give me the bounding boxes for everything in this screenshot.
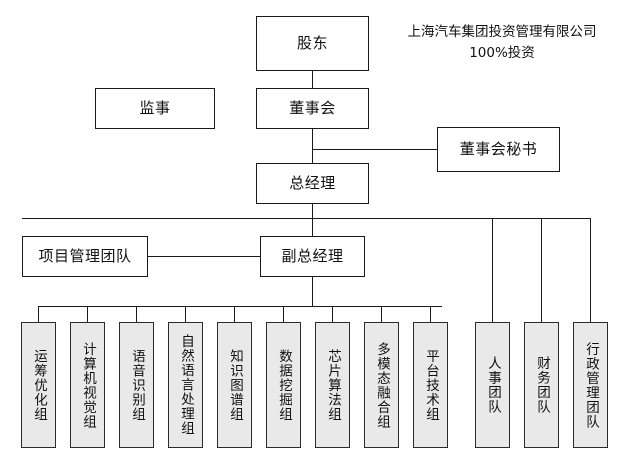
node-department-9-label: 平台技术组 [423,348,440,422]
drop-dept-3 [136,306,138,322]
investment-note: 上海汽车集团投资管理有限公司 100%投资 [407,24,597,61]
node-department-7[interactable]: 芯片算法组 [315,322,350,448]
node-shareholder-label: 股东 [296,34,328,53]
drop-dept-9 [430,306,432,322]
drop-dept-10 [492,218,494,322]
bus-gm-level [22,218,590,220]
node-department-2-label: 计算机视觉组 [80,341,97,429]
node-general-manager[interactable]: 总经理 [256,163,369,204]
node-department-8-label: 多模态融合组 [374,341,391,429]
connector-gm-trunk [312,204,314,219]
node-department-4[interactable]: 自然语言处理组 [168,322,203,448]
node-department-3[interactable]: 语音识别组 [119,322,154,448]
node-department-1[interactable]: 运筹优化组 [21,322,56,448]
node-department-6[interactable]: 数据挖掘组 [266,322,301,448]
node-board-secretary-label: 董事会秘书 [459,140,538,159]
node-department-1-label: 运筹优化组 [31,348,48,422]
node-department-9[interactable]: 平台技术组 [413,322,448,448]
node-department-12[interactable]: 行政管理团队 [573,322,608,448]
node-board-secretary[interactable]: 董事会秘书 [437,127,560,172]
drop-dept-7 [332,306,334,322]
node-supervisor-label: 监事 [139,99,171,118]
drop-dept-1 [38,306,40,322]
node-department-4-label: 自然语言处理组 [178,334,195,436]
node-department-10[interactable]: 人事团队 [475,322,510,448]
connector-board-secretary [312,149,438,151]
connector-project-team [148,256,260,258]
connector-shareholder-board [312,71,314,88]
node-department-10-label: 人事团队 [485,356,502,414]
node-project-team[interactable]: 项目管理团队 [22,236,148,277]
connector-board-gm [312,129,314,163]
node-board[interactable]: 董事会 [256,88,369,129]
node-department-7-label: 芯片算法组 [325,348,342,422]
node-department-11-label: 财务团队 [534,356,551,414]
drop-dept-11 [541,218,543,322]
node-department-12-label: 行政管理团队 [583,341,600,429]
node-department-11[interactable]: 财务团队 [524,322,559,448]
node-department-5-label: 知识图谱组 [227,348,244,422]
node-department-2[interactable]: 计算机视觉组 [70,322,105,448]
drop-dept-5 [234,306,236,322]
node-department-5[interactable]: 知识图谱组 [217,322,252,448]
drop-dept-4 [185,306,187,322]
node-department-6-label: 数据挖掘组 [276,348,293,422]
node-shareholder[interactable]: 股东 [256,16,369,71]
drop-dept-6 [283,306,285,322]
node-department-8[interactable]: 多模态融合组 [364,322,399,448]
drop-dept-8 [381,306,383,322]
node-department-3-label: 语音识别组 [129,348,146,422]
node-deputy-general-manager[interactable]: 副总经理 [260,236,365,277]
connector-trunk-deputy [312,218,314,236]
node-supervisor[interactable]: 监事 [95,88,215,129]
node-general-manager-label: 总经理 [289,174,336,193]
connector-deputy-bus [312,277,314,306]
node-board-label: 董事会 [289,99,336,118]
node-deputy-general-manager-label: 副总经理 [281,247,344,266]
node-project-team-label: 项目管理团队 [38,247,132,266]
drop-dept-12 [590,218,592,322]
bus-deputy-level [38,306,442,308]
drop-dept-2 [87,306,89,322]
